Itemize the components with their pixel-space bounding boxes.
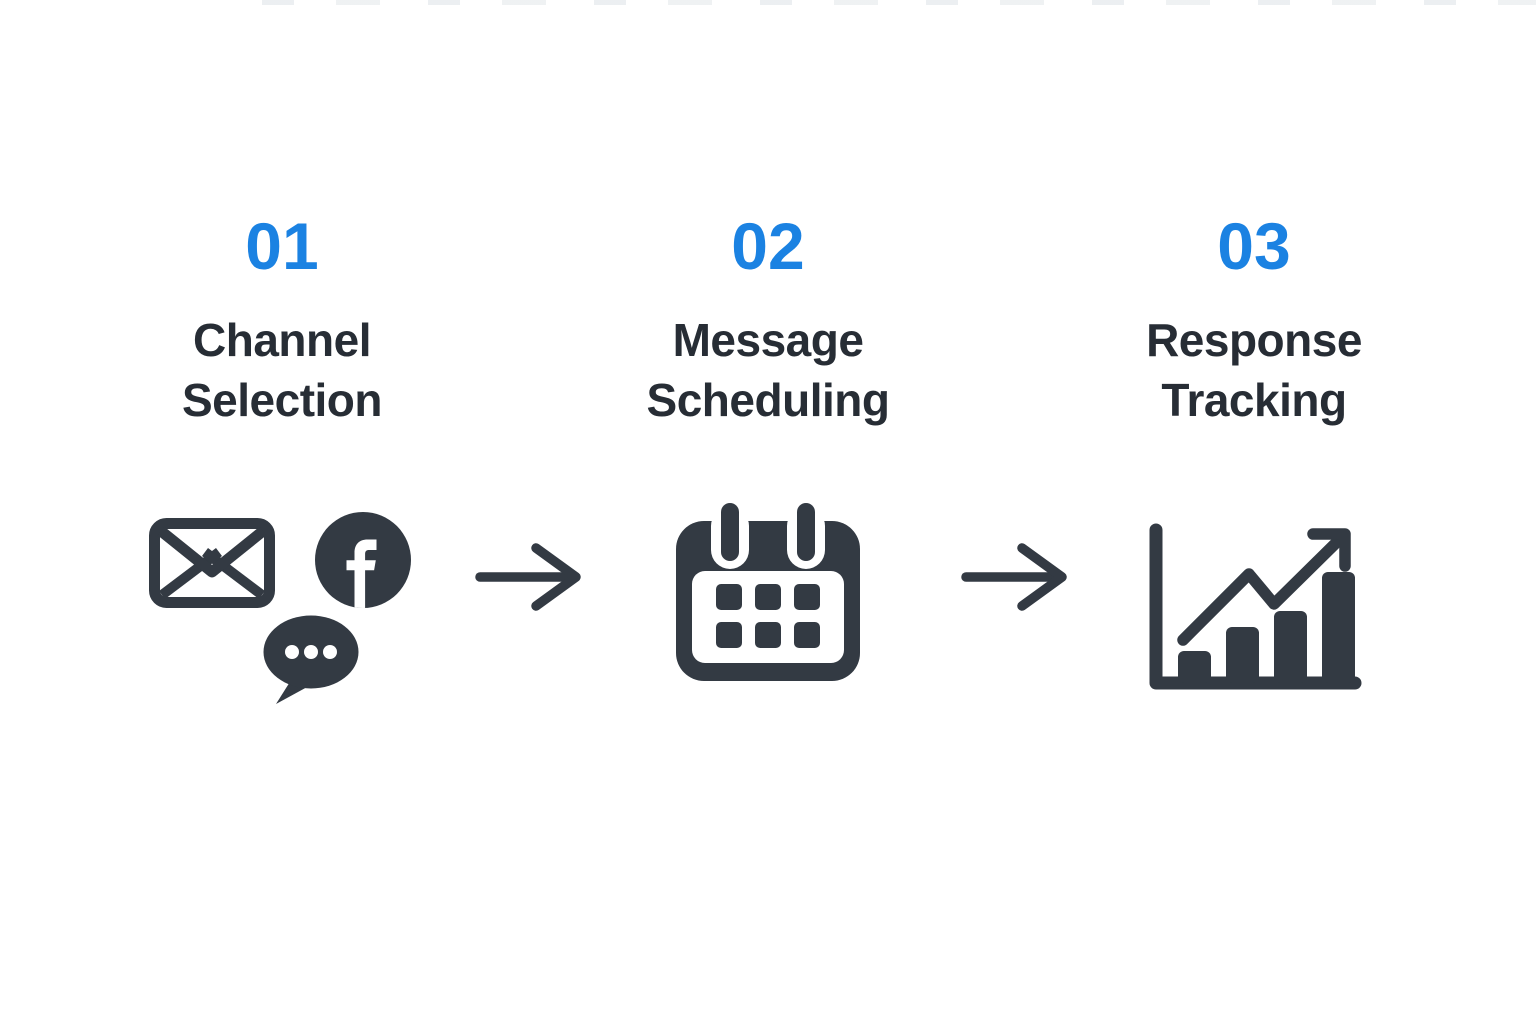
step-response-tracking: 03 Response Tracking xyxy=(1054,208,1454,722)
calendar-icon xyxy=(676,503,860,681)
step-message-scheduling: 02 Message Scheduling xyxy=(568,208,968,722)
step-icon-group xyxy=(82,482,482,722)
step-channel-selection: 01 Channel Selection xyxy=(82,208,482,722)
arrow-right-icon xyxy=(961,543,1067,611)
cropped-top-artifact xyxy=(262,0,1536,5)
step-number: 03 xyxy=(1217,209,1291,283)
arrow-right-icon xyxy=(475,543,581,611)
step-title: Message Scheduling xyxy=(646,314,890,426)
step-title: Channel Selection xyxy=(181,314,383,426)
step-icon-group xyxy=(1054,482,1454,722)
chat-bubble-icon xyxy=(263,615,359,704)
step-icon-group xyxy=(568,482,968,722)
envelope-icon xyxy=(149,518,275,608)
flow-connector xyxy=(475,208,581,616)
process-flow: 01 Channel Selection xyxy=(82,208,1454,722)
step-title: Response Tracking xyxy=(1146,314,1362,426)
flow-connector xyxy=(961,208,1067,616)
bar-chart-icon xyxy=(1149,523,1362,690)
step-number: 01 xyxy=(245,209,319,283)
facebook-icon xyxy=(315,512,411,608)
step-number: 02 xyxy=(731,209,805,283)
